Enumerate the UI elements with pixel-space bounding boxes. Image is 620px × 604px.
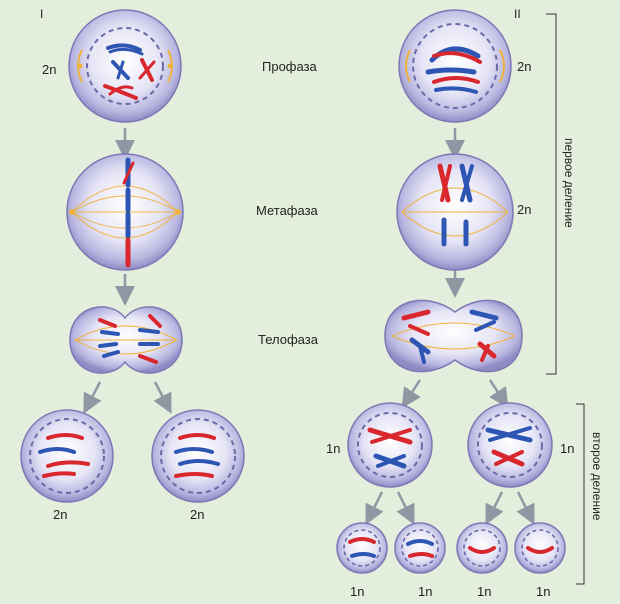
second-division-label: второе деление bbox=[590, 432, 604, 521]
ploidy-label-right-metaphase: 2n bbox=[517, 202, 531, 217]
arrow-right-5 bbox=[365, 491, 384, 525]
cell-right-metaphase bbox=[396, 153, 514, 271]
cell-left-telophase bbox=[69, 306, 183, 374]
arrow-right-3 bbox=[401, 379, 422, 409]
arrow-left-4 bbox=[153, 381, 172, 414]
first-division-bracket bbox=[546, 13, 557, 375]
second-division-bracket bbox=[576, 403, 585, 585]
phase-label-metaphase: Метафаза bbox=[256, 203, 319, 218]
arrow-right-6 bbox=[396, 491, 415, 525]
arrow-right-4 bbox=[488, 379, 509, 409]
ploidy-label-gamete-4: 1n bbox=[536, 584, 550, 599]
phase-label-telophase: Телофаза bbox=[258, 332, 319, 347]
ploidy-label-gamete-1: 1n bbox=[350, 584, 364, 599]
ploidy-label-gamete-2: 1n bbox=[418, 584, 432, 599]
ploidy-label-left-daughter-1: 2n bbox=[53, 507, 67, 522]
gamete-4 bbox=[514, 522, 566, 574]
column-label-right: II bbox=[514, 7, 521, 21]
arrow-right-7 bbox=[485, 491, 504, 525]
gamete-3 bbox=[456, 522, 508, 574]
arrow-right-8 bbox=[516, 491, 535, 525]
cell-second-division-2 bbox=[467, 402, 553, 488]
column-label-left: I bbox=[40, 7, 43, 21]
arrow-left-3 bbox=[83, 381, 102, 414]
ploidy-label-second-div-1: 1n bbox=[326, 441, 340, 456]
ploidy-label-left-daughter-2: 2n bbox=[190, 507, 204, 522]
cell-right-prophase bbox=[398, 9, 512, 123]
cell-left-prophase bbox=[68, 9, 182, 123]
cell-right-telophase bbox=[384, 299, 523, 373]
cell-left-daughter-1 bbox=[20, 409, 114, 503]
ploidy-label-second-div-2: 1n bbox=[560, 441, 574, 456]
cell-left-daughter-2 bbox=[151, 409, 245, 503]
ploidy-label-left-prophase: 2n bbox=[42, 62, 56, 77]
ploidy-label-gamete-3: 1n bbox=[477, 584, 491, 599]
cell-second-division-1 bbox=[347, 402, 433, 488]
phase-label-prophase: Профаза bbox=[262, 59, 318, 74]
cell-left-metaphase bbox=[66, 153, 184, 271]
gamete-1 bbox=[336, 522, 388, 574]
first-division-label: первое деление bbox=[562, 138, 576, 228]
process-arrows bbox=[83, 128, 535, 525]
ploidy-label-right-prophase: 2n bbox=[517, 59, 531, 74]
gamete-2 bbox=[394, 522, 446, 574]
